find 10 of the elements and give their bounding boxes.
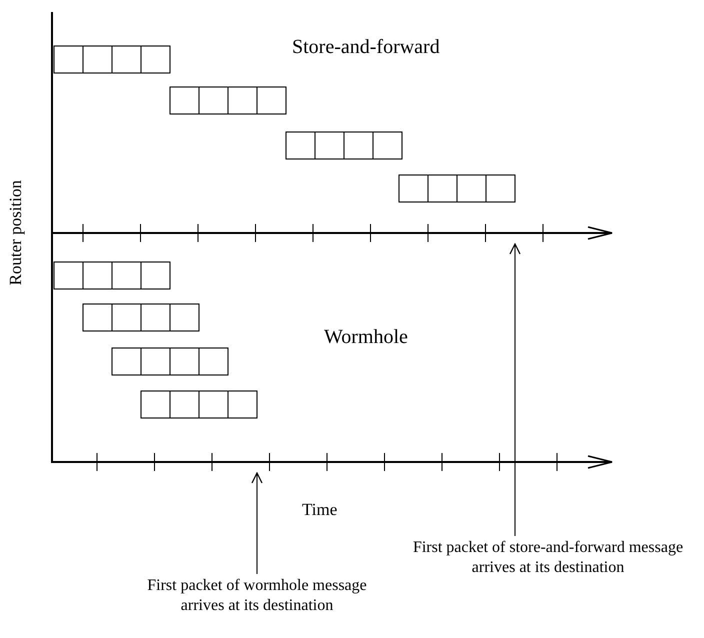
annotation-text: First packet of wormhole message arrives at its destination [132,576,382,616]
section-title: Wormhole [324,326,408,349]
annotation-text: First packet of store-and-forward message arrives at its destination [408,538,688,578]
section-title: Store-and-forward [292,36,440,59]
leader-arrow [251,472,263,574]
time-axis [52,452,613,472]
time-axis [52,224,613,242]
axis-title: Router position [5,180,25,286]
axis-title: Time [302,500,338,520]
leader-arrow [509,243,521,536]
